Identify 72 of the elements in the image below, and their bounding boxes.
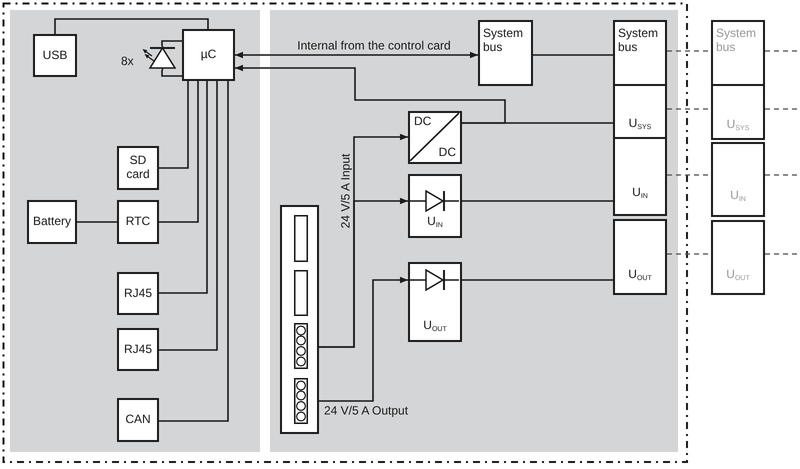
component-label: U$_{OUT}$ bbox=[726, 268, 750, 282]
diode-box bbox=[408, 174, 462, 238]
component-label: CAN bbox=[125, 413, 151, 427]
dashed-line bbox=[765, 50, 799, 52]
module-slot bbox=[613, 84, 667, 139]
component-label: µC bbox=[200, 48, 216, 62]
connector-line bbox=[159, 81, 189, 169]
dashed-line bbox=[765, 108, 799, 110]
dashed-line bbox=[667, 50, 711, 52]
component-box bbox=[478, 20, 533, 86]
edge-label: 24 V/5 A Output bbox=[324, 404, 408, 418]
connector-line bbox=[161, 70, 182, 77]
module-slot bbox=[711, 142, 765, 217]
component-label: Battery bbox=[32, 215, 71, 229]
module-slot bbox=[613, 219, 667, 295]
module-slot bbox=[613, 20, 667, 86]
component-label: System bus bbox=[618, 27, 660, 55]
component-label: U$_{OUT}$ bbox=[423, 319, 447, 333]
connector-line bbox=[159, 81, 218, 351]
dashed-line bbox=[765, 174, 799, 176]
led-icon bbox=[142, 46, 176, 70]
component-box bbox=[27, 200, 77, 244]
arrow bbox=[235, 52, 478, 58]
component-label: System bus bbox=[483, 27, 524, 55]
connector-line bbox=[54, 18, 209, 34]
module-slot bbox=[711, 84, 765, 140]
component-box bbox=[117, 272, 159, 315]
connector-line bbox=[533, 54, 613, 56]
dashed-line bbox=[667, 108, 711, 110]
module-slot bbox=[613, 137, 667, 216]
terminal-block bbox=[280, 205, 319, 434]
arrow bbox=[319, 198, 408, 348]
component-box bbox=[117, 200, 159, 244]
count-label: 8x bbox=[121, 55, 134, 68]
component-box bbox=[117, 328, 159, 371]
component-label: System bus bbox=[716, 27, 758, 55]
edge-label: 24 V/5 A Input bbox=[338, 154, 352, 228]
component-label: U$_{IN}$ bbox=[730, 189, 746, 203]
shaded-panel bbox=[270, 10, 678, 452]
module-slot bbox=[711, 20, 765, 86]
shaded-panel bbox=[10, 10, 260, 452]
connector-line bbox=[77, 221, 117, 223]
component-label: RJ45 bbox=[124, 286, 152, 300]
dashed-line bbox=[667, 174, 711, 176]
component-box bbox=[117, 146, 159, 190]
connector-line bbox=[159, 81, 229, 422]
module-slot bbox=[711, 220, 765, 295]
microcontroller-box bbox=[182, 29, 235, 81]
component-label: U$_{IN}$ bbox=[632, 186, 648, 200]
component-label: U$_{SYS}$ bbox=[726, 118, 750, 132]
edge-label: Internal from the control card bbox=[297, 39, 451, 53]
component-label: U$_{IN}$ bbox=[427, 215, 443, 229]
component-box bbox=[33, 34, 77, 77]
component-label: RJ45 bbox=[124, 342, 152, 356]
component-label: SD card bbox=[125, 154, 151, 182]
diode-box bbox=[408, 262, 462, 342]
connector-line bbox=[462, 200, 613, 202]
arrow bbox=[235, 64, 506, 124]
connector-line bbox=[462, 279, 613, 281]
component-label: U$_{OUT}$ bbox=[628, 268, 652, 282]
component-label: DC bbox=[438, 146, 456, 160]
component-box bbox=[117, 398, 159, 442]
arrow bbox=[319, 276, 408, 402]
component-label: USB bbox=[42, 48, 68, 62]
connector-line bbox=[159, 81, 199, 223]
dashed-line bbox=[667, 253, 711, 255]
connector-line bbox=[159, 81, 208, 294]
connector-line bbox=[161, 40, 182, 46]
dashed-line bbox=[765, 253, 799, 255]
component-label: RTC bbox=[126, 215, 150, 229]
component-label: U$_{SYS}$ bbox=[628, 117, 652, 131]
component-label: DC bbox=[414, 115, 432, 129]
